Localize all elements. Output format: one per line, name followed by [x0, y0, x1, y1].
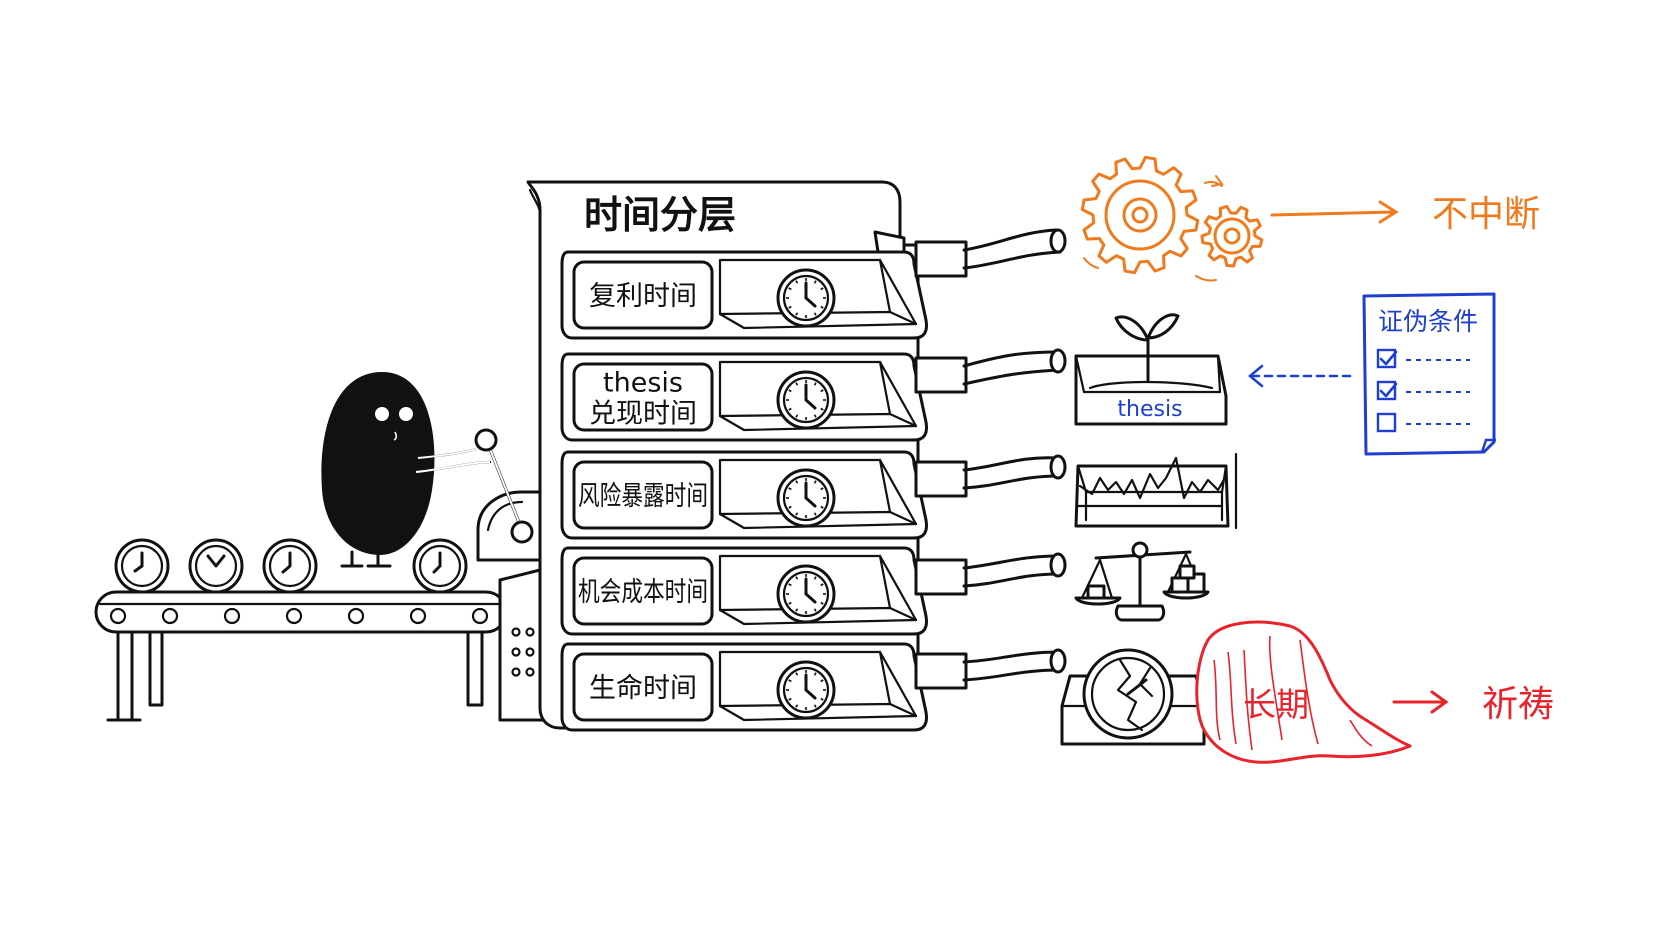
arrow-icon: [1248, 364, 1352, 388]
checklist-item: [1376, 412, 1470, 433]
conveyor-belt: [94, 538, 508, 722]
cloth-icon: 长期: [1195, 620, 1412, 764]
clock-icon: [776, 468, 836, 528]
gears-result: 不中断: [1432, 194, 1540, 235]
time-layer: 风险暴露时间: [560, 450, 928, 540]
layer-label: thesis: [603, 368, 683, 399]
layer-label: 复利时间: [589, 281, 697, 312]
broken-clock-icon: [1060, 648, 1206, 746]
layer-label-panel: [572, 460, 714, 530]
clock-icon: [776, 660, 836, 720]
chart-icon: [1074, 452, 1238, 530]
clock-icon: [262, 538, 318, 594]
checklist-card: 证伪条件: [1362, 292, 1496, 456]
layer-label: 生命时间: [589, 673, 697, 704]
pot-label: thesis: [1117, 397, 1182, 422]
arrow-icon: [1270, 200, 1399, 224]
check-mark: [1379, 382, 1398, 398]
clock-icon: [776, 268, 836, 328]
clock-icon: [776, 370, 836, 430]
layer-label-panel: [572, 556, 714, 626]
layer-label-panel: [572, 652, 714, 722]
lever-icon: [474, 428, 550, 562]
time-layer: 生命时间: [560, 642, 928, 732]
checklist-title: 证伪条件: [1378, 307, 1478, 336]
gear-icon: [1200, 205, 1264, 268]
character: [321, 372, 492, 568]
motion-marks: [1083, 175, 1224, 282]
covered-label: 长期: [1243, 685, 1309, 724]
layer-label: 兑现时间: [589, 399, 697, 430]
checkbox-icon: [1376, 380, 1397, 401]
clock-icon: [412, 538, 468, 594]
cable: [914, 552, 1067, 596]
cable: [914, 348, 1067, 394]
output-cables: [914, 228, 1067, 690]
checklist-item: [1376, 380, 1470, 401]
layer-label: 机会成本时间: [578, 577, 708, 608]
layer-label-panel: [572, 260, 714, 330]
cable: [914, 648, 1067, 690]
cable: [914, 454, 1067, 498]
gear-icon: [1080, 155, 1200, 275]
sprout-icon: thesis: [1074, 313, 1228, 426]
time-layer: 复利时间: [560, 250, 928, 340]
arrow-icon: [1392, 690, 1449, 714]
clock-icon: [188, 538, 244, 594]
cable: [914, 228, 1067, 278]
layer-label: 风险暴露时间: [578, 481, 708, 512]
covered-result: 祈祷: [1482, 684, 1554, 725]
checkbox-icon: [1376, 412, 1397, 433]
check-mark: [1379, 350, 1398, 366]
clock-icon: [776, 564, 836, 624]
scale-icon: [1074, 541, 1210, 622]
layer-label-panel: [572, 362, 714, 432]
clock-icon: [114, 538, 170, 594]
machine-title: 时间分层: [584, 193, 736, 237]
belt-rollers: [109, 607, 489, 625]
checkbox-icon: [1376, 348, 1397, 369]
time-layer: 机会成本时间: [560, 546, 928, 636]
checklist-item: [1376, 348, 1470, 369]
